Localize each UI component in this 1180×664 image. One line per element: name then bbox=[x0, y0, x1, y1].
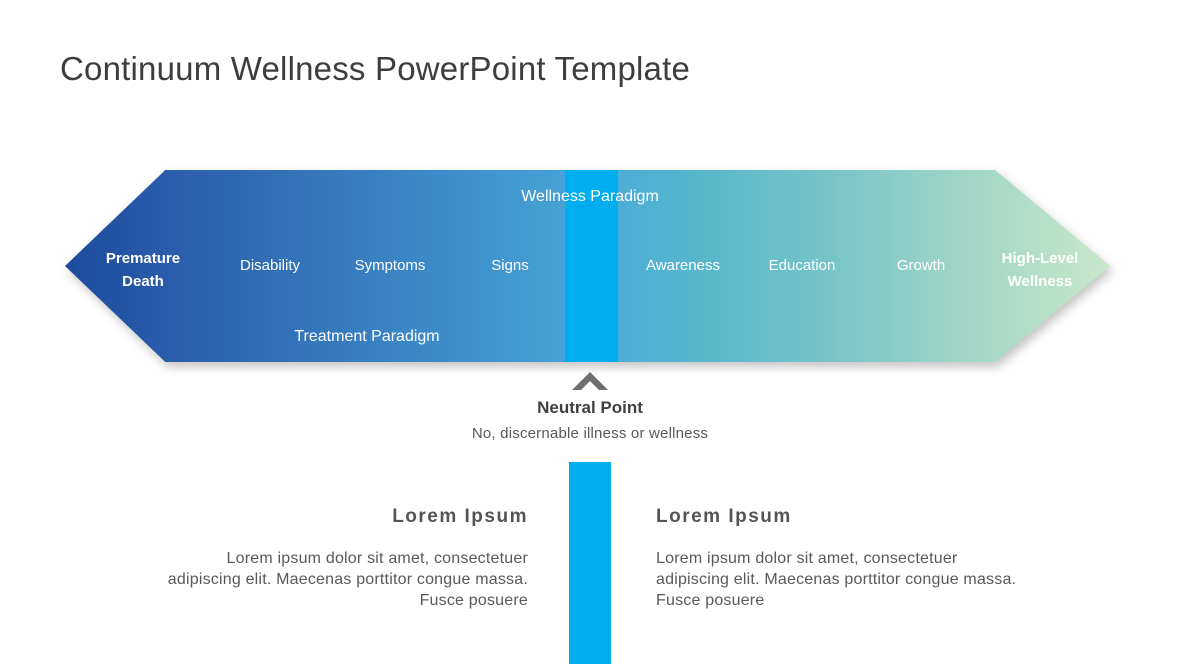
stage-high-level-wellness: High-Level Wellness bbox=[1001, 250, 1079, 290]
neutral-point-callout: Neutral Point No, discernable illness or… bbox=[390, 367, 790, 442]
stage-premature-death: Premature Death bbox=[105, 250, 181, 290]
stage-signs: Signs bbox=[491, 257, 529, 274]
stage-growth: Growth bbox=[896, 257, 946, 274]
stage-awareness: Awareness bbox=[646, 257, 720, 274]
stage-disability: Disability bbox=[239, 257, 301, 274]
neutral-point-band bbox=[565, 170, 618, 362]
neutral-point-description: No, discernable illness or wellness bbox=[471, 425, 709, 442]
text-block-right: Lorem Ipsum Lorem ipsum dolor sit amet, … bbox=[656, 506, 1096, 611]
text-block-left-heading: Lorem Ipsum bbox=[392, 506, 528, 527]
chevron-up-icon bbox=[572, 372, 608, 390]
treatment-paradigm-label: Treatment Paradigm bbox=[294, 328, 440, 345]
text-block-right-heading: Lorem Ipsum bbox=[656, 506, 792, 527]
text-line: Lorem ipsum dolor sit amet, consectetuer bbox=[226, 550, 528, 567]
text-line: Fusce posuere bbox=[419, 592, 528, 609]
text-block-right-body: Lorem ipsum dolor sit amet, consectetuer… bbox=[656, 548, 1096, 611]
neutral-point-title: Neutral Point bbox=[537, 398, 643, 417]
text-line: adipiscing elit. Maecenas porttitor cong… bbox=[656, 571, 1017, 588]
text-block-left-body: Lorem ipsum dolor sit amet, consectetuer… bbox=[88, 548, 528, 611]
slide-title: Continuum Wellness PowerPoint Template bbox=[60, 50, 691, 87]
text-line: adipiscing elit. Maecenas porttitor cong… bbox=[167, 571, 528, 588]
divider-bar bbox=[569, 462, 611, 664]
wellness-paradigm-label: Wellness Paradigm bbox=[521, 188, 659, 205]
text-line: Lorem ipsum dolor sit amet, consectetuer bbox=[656, 550, 958, 567]
stage-education: Education bbox=[768, 257, 836, 274]
text-block-left: Lorem Ipsum Lorem ipsum dolor sit amet, … bbox=[88, 506, 528, 611]
stage-symptoms: Symptoms bbox=[354, 257, 426, 274]
continuum-arrow: Wellness Paradigm Treatment Paradigm Pre… bbox=[65, 170, 1110, 362]
text-line: Fusce posuere bbox=[656, 592, 765, 609]
continuum-arrow-shape: Wellness Paradigm Treatment Paradigm Pre… bbox=[65, 170, 1110, 362]
